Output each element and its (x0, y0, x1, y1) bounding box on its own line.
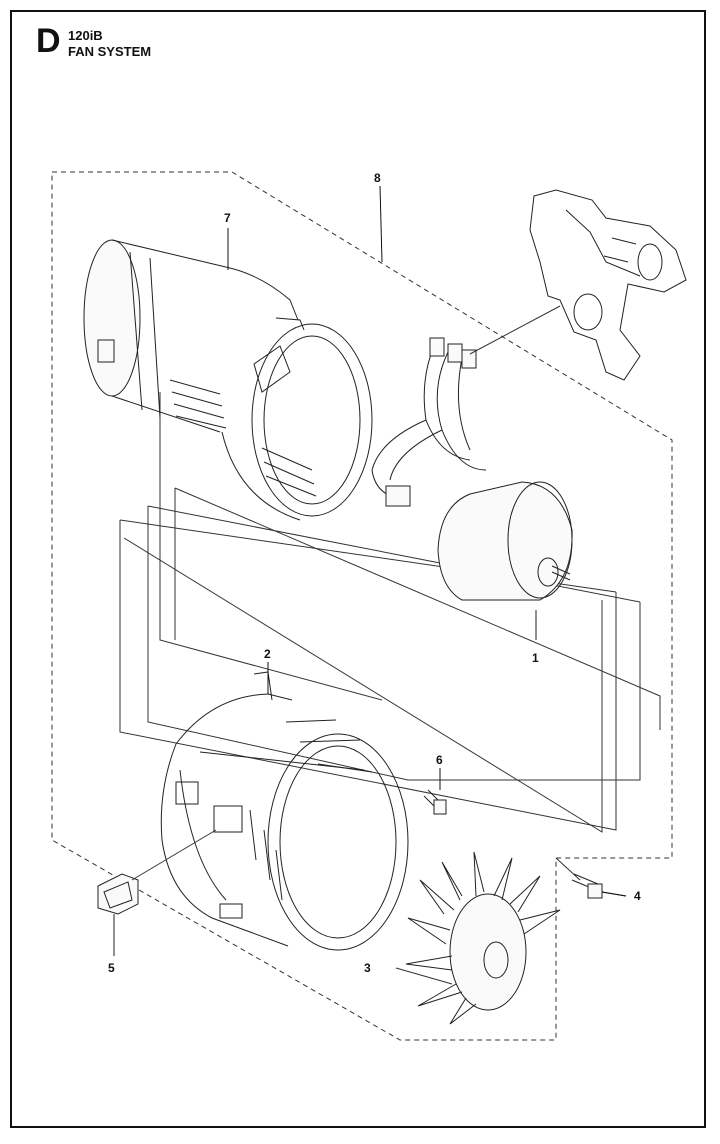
callout-5: 5 (108, 961, 115, 975)
screw-part-4 (555, 857, 627, 899)
switch-part-5 (97, 829, 217, 956)
section-letter: D (36, 22, 61, 60)
callout-7: 7 (224, 211, 231, 225)
assembly-guide-lines (119, 392, 661, 833)
page-frame (10, 10, 706, 1128)
motor-part-1 (437, 481, 573, 640)
leader-lines (227, 185, 627, 897)
callout-2: 2 (264, 647, 271, 661)
motor-housing-part-7 (83, 239, 373, 521)
wiring-harness-part-8 (371, 189, 687, 507)
impeller-part-3 (395, 851, 561, 1025)
model-name: 120iB (68, 28, 103, 43)
fan-housing-part-2 (160, 664, 409, 951)
assembly-boundary-8 (51, 171, 673, 1041)
callout-6: 6 (436, 753, 443, 767)
callout-4: 4 (634, 889, 641, 903)
callout-3: 3 (364, 961, 371, 975)
callout-8: 8 (374, 171, 381, 185)
section-title: FAN SYSTEM (68, 44, 152, 59)
callout-1: 1 (532, 651, 539, 665)
